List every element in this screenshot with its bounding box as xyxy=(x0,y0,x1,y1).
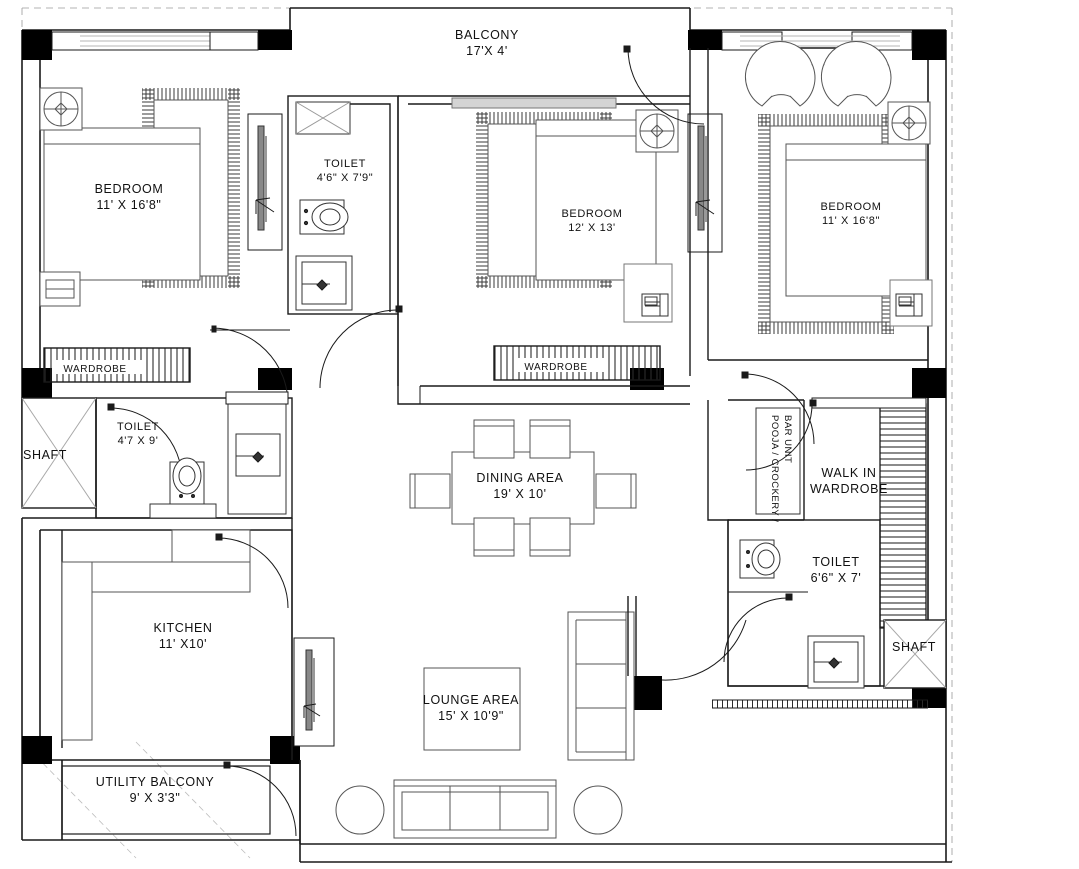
ceiling-fan-icon-right xyxy=(887,101,931,145)
room-dims: 4'6" X 7'9" xyxy=(316,171,374,184)
armchair xyxy=(745,40,816,107)
armchair xyxy=(821,40,892,107)
room-dims: 6'6" X 7' xyxy=(810,570,862,585)
label-wardrobe-master: WARDROBE xyxy=(524,362,587,375)
bedroom-right-group xyxy=(689,31,933,445)
room-name: BEDROOM xyxy=(94,182,164,196)
room-name: BALCONY xyxy=(455,28,519,42)
utility-balcony-group xyxy=(61,765,271,835)
room-name: TOILET xyxy=(324,158,366,170)
room-label-toilet-right: TOILET 6'6" X 7' xyxy=(811,555,862,586)
room-dims: 17'X 4' xyxy=(466,43,508,58)
walkin-wardrobe-run xyxy=(879,403,927,629)
room-name: WALK IN xyxy=(821,466,877,480)
toilet-top-group xyxy=(287,95,403,389)
room-label-dining: DINING AREA 19' X 10' xyxy=(476,471,563,502)
room-label-shaft-left: SHAFT xyxy=(23,448,67,464)
bedroom-left-group xyxy=(39,31,290,405)
shower-tray xyxy=(295,255,353,311)
kitchen-tall-unit xyxy=(293,637,335,747)
room-dims: 11' X10' xyxy=(158,636,208,651)
room-label-bedroom-left: BEDROOM 11' X 16'8" xyxy=(95,182,164,213)
room-label-utility-balcony: UTILITY BALCONY 9' X 3'3" xyxy=(96,775,215,806)
mirror-unit-master xyxy=(687,113,723,253)
room-name: WARDROBE xyxy=(63,364,127,375)
wc-fixture xyxy=(299,199,349,235)
dresser xyxy=(623,263,673,323)
room-dims: 4'7 X 9' xyxy=(117,434,159,447)
room-dims: 11' X 16'8" xyxy=(822,214,880,227)
right-service-zone xyxy=(707,397,947,709)
pooja-crockery-unit xyxy=(755,407,801,515)
room-label-bedroom-right: BEDROOM 11' X 16'8" xyxy=(820,201,881,229)
toilet-right-group xyxy=(723,519,881,689)
dining-furniture xyxy=(409,419,637,557)
kitchen-group xyxy=(40,529,335,837)
dresser-right xyxy=(889,279,933,327)
room-label-shaft-right: SHAFT xyxy=(892,640,936,656)
wardrobe-master xyxy=(493,345,661,381)
shaft-right-group xyxy=(883,619,947,689)
room-name: KITCHEN xyxy=(153,621,213,635)
lounge-furniture xyxy=(335,596,747,839)
room-name: TOILET xyxy=(812,555,860,569)
wardrobe-left xyxy=(43,347,191,383)
ceiling-fan-icon-master xyxy=(635,109,679,153)
room-label-kitchen: KITCHEN 11' X10' xyxy=(153,621,212,652)
room-name: LOUNGE AREA xyxy=(422,693,520,707)
room-name: SHAFT xyxy=(892,640,936,654)
room-label-walkin-wardrobe: WALK IN WARDROBE xyxy=(810,466,888,497)
wc-fixture-left xyxy=(169,457,205,505)
room-label-lounge: LOUNGE AREA 15' X 10'9" xyxy=(423,693,519,724)
room-dims: 11' X 16'8" xyxy=(96,197,162,212)
sofa-vertical xyxy=(567,611,635,761)
ceiling-fan-icon xyxy=(39,87,83,131)
room-dims: 12' X 13' xyxy=(568,221,616,234)
label-wardrobe-left: WARDROBE xyxy=(63,364,126,377)
room-name: WARDROBE xyxy=(524,362,588,373)
sofa-bottom xyxy=(393,779,557,839)
room-dims: 9' X 3'3" xyxy=(129,790,181,805)
room-name: UTILITY BALCONY xyxy=(95,775,215,789)
room-name: BEDROOM xyxy=(820,201,882,213)
wc-fixture-right xyxy=(739,539,781,579)
label-pooja-unit-line1: POOJA / CROCKERY / xyxy=(769,415,780,523)
room-dims: 19' X 10' xyxy=(493,486,547,501)
room-label-balcony: BALCONY 17'X 4' xyxy=(455,28,519,59)
room-name: TOILET xyxy=(117,421,159,433)
room-name: DINING AREA xyxy=(476,471,564,485)
interior-partitions xyxy=(291,314,399,844)
label-pooja-unit-line2: BAR UNIT xyxy=(782,415,793,464)
shower-tray-right xyxy=(807,635,865,689)
room-label-bedroom-master: BEDROOM 12' X 13' xyxy=(561,208,622,236)
room-name: BEDROOM xyxy=(561,208,623,220)
mirror-unit-left xyxy=(247,113,283,251)
shower-left xyxy=(227,403,287,515)
room-label-toilet-top: TOILET 4'6" X 7'9" xyxy=(317,158,374,186)
room-dims: WARDROBE xyxy=(810,481,888,496)
room-label-toilet-left: TOILET 4'7 X 9' xyxy=(117,421,159,449)
toilet-left-group xyxy=(21,391,293,519)
room-name: SHAFT xyxy=(23,448,67,462)
bedroom-master-group xyxy=(397,45,723,405)
room-dims: 15' X 10'9" xyxy=(438,708,504,723)
side-table xyxy=(573,785,623,835)
side-table xyxy=(335,785,385,835)
